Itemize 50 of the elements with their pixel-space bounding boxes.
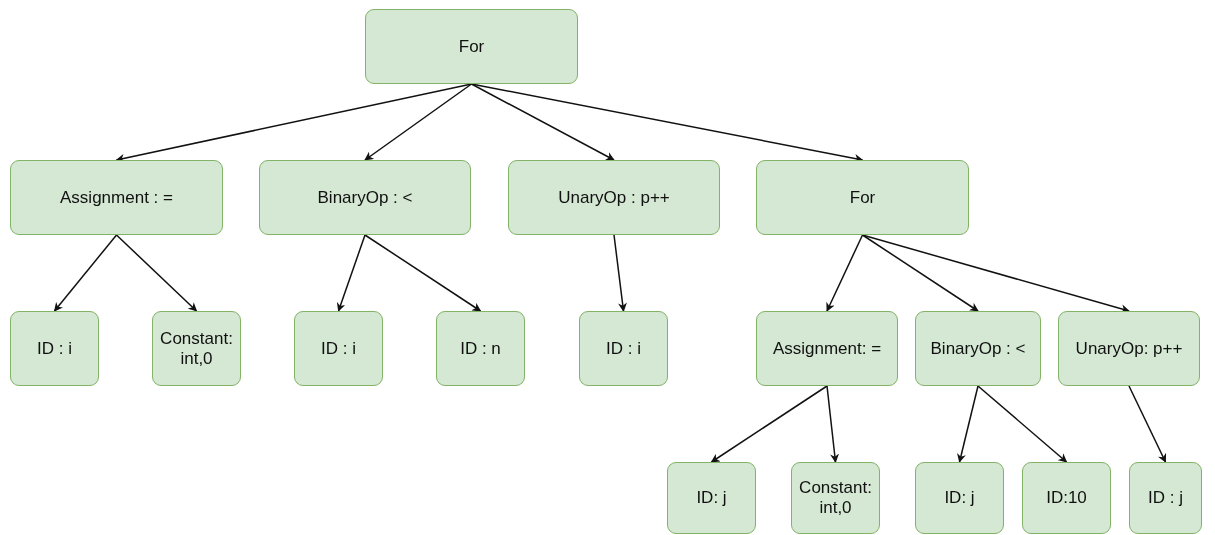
tree-node-box <box>365 9 578 84</box>
node-label: Constant: int,0 <box>798 478 873 518</box>
arrow <box>53 234 118 312</box>
node-label: UnaryOp : p++ <box>558 187 670 208</box>
tree-node-box <box>756 311 898 386</box>
node-label: BinaryOp : < <box>317 187 413 208</box>
node-label: For <box>458 36 485 57</box>
arrow <box>1128 385 1167 463</box>
arrow <box>364 234 482 312</box>
arrow <box>826 234 864 312</box>
tree-node-box <box>791 462 880 534</box>
tree-node-box <box>667 462 756 534</box>
tree-node-box <box>915 311 1041 386</box>
tree-node-box <box>294 311 383 386</box>
tree-node-box <box>508 160 720 235</box>
node-label: ID: j <box>944 488 975 508</box>
node-label: ID: j <box>696 488 727 508</box>
node-label: Constant: int,0 <box>159 328 234 369</box>
node-label: Assignment: = <box>772 338 882 359</box>
tree-node-box <box>10 311 99 386</box>
arrow <box>613 234 627 312</box>
tree-node-box <box>436 311 525 386</box>
node-label: ID : i <box>606 338 641 359</box>
arrow <box>710 385 828 463</box>
node-label: UnaryOp: p++ <box>1075 338 1183 359</box>
node-label: BinaryOp : < <box>930 338 1026 359</box>
node-label: ID:10 <box>1046 488 1087 508</box>
arrow <box>115 234 198 312</box>
arrow <box>957 385 979 463</box>
node-label: ID : n <box>460 338 501 359</box>
node-label: For <box>849 187 876 208</box>
tree-node-box <box>1129 462 1202 534</box>
arrow <box>470 83 615 161</box>
node-label: ID : j <box>1148 488 1183 508</box>
tree-node-box <box>756 160 969 235</box>
tree-node-box <box>915 462 1004 534</box>
tree-node-box <box>259 160 471 235</box>
node-label: ID : i <box>37 338 72 359</box>
tree-node-box <box>1022 462 1111 534</box>
node-label: Assignment : = <box>60 187 173 208</box>
tree-node-box <box>579 311 668 386</box>
arrow <box>336 234 366 312</box>
tree-node-box <box>152 311 241 386</box>
arrow <box>826 385 840 463</box>
arrow <box>861 234 979 312</box>
node-label: ID : i <box>321 338 356 359</box>
tree-node-box <box>1058 311 1200 386</box>
arrow <box>977 385 1068 463</box>
arrow <box>364 83 473 161</box>
tree-node-box <box>10 160 223 235</box>
